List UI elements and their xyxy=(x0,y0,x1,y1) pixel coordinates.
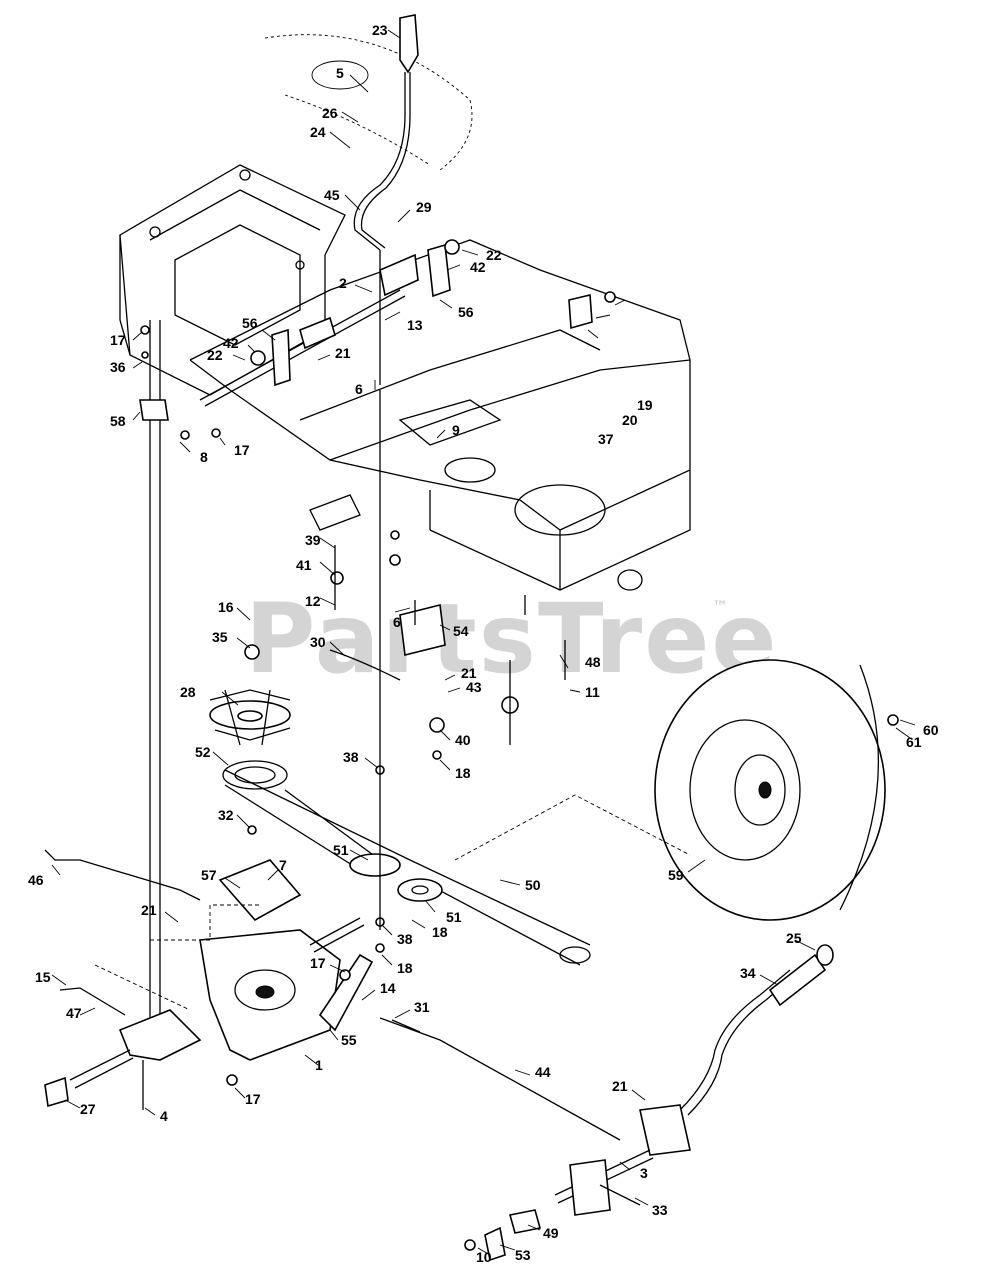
callout-29: 29 xyxy=(416,199,432,215)
callout-13: 13 xyxy=(407,317,423,333)
callout-47: 47 xyxy=(66,1005,82,1021)
callout-51a: 51 xyxy=(333,842,349,858)
callout-5: 5 xyxy=(336,65,344,81)
leader-lines xyxy=(51,29,916,1256)
callout-6b: 6 xyxy=(393,614,401,630)
callout-41: 41 xyxy=(296,557,312,573)
callout-4: 4 xyxy=(160,1108,168,1124)
callout-17d: 17 xyxy=(245,1091,261,1107)
watermark-trademark: ™ xyxy=(712,597,728,616)
bracket-plate xyxy=(218,859,302,922)
linkage-rod xyxy=(318,953,621,1141)
callout-56a: 56 xyxy=(458,304,474,320)
callout-18c: 18 xyxy=(397,960,413,976)
callout-18b: 18 xyxy=(432,924,448,940)
callout-34: 34 xyxy=(740,965,756,981)
callout-22a: 22 xyxy=(486,247,502,263)
callout-28: 28 xyxy=(180,684,196,700)
callout-22b: 22 xyxy=(207,347,223,363)
callout-58: 58 xyxy=(110,413,126,429)
cooling-fan xyxy=(209,689,291,746)
callout-6a: 6 xyxy=(355,381,363,397)
callout-26: 26 xyxy=(322,105,338,121)
callout-50: 50 xyxy=(525,877,541,893)
callout-40: 40 xyxy=(455,732,471,748)
callout-17a: 17 xyxy=(110,332,126,348)
transaxle xyxy=(44,917,365,1110)
callout-54: 54 xyxy=(453,623,469,639)
watermark-text: PartsTree xyxy=(245,583,778,695)
callout-19: 19 xyxy=(637,397,653,413)
callout-10: 10 xyxy=(476,1249,492,1265)
callout-46: 46 xyxy=(28,872,44,888)
callout-23: 23 xyxy=(372,22,388,38)
callout-7: 7 xyxy=(279,857,287,873)
callout-39: 39 xyxy=(305,532,321,548)
callout-25: 25 xyxy=(786,930,802,946)
callout-21b: 21 xyxy=(461,665,477,681)
callout-37: 37 xyxy=(598,431,614,447)
hardware-fasteners xyxy=(140,250,899,1251)
drive-belt xyxy=(222,760,591,966)
callout-33: 33 xyxy=(652,1202,668,1218)
pedal-assembly xyxy=(484,944,834,1262)
shift-lever xyxy=(353,14,419,251)
callout-60: 60 xyxy=(923,722,939,738)
callout-11: 11 xyxy=(585,684,600,700)
callout-9: 9 xyxy=(452,422,460,438)
control-rods xyxy=(44,849,260,1016)
callout-15: 15 xyxy=(35,969,51,985)
callout-24: 24 xyxy=(310,124,326,140)
callout-20: 20 xyxy=(622,412,638,428)
vertical-rod xyxy=(139,320,169,1020)
callout-21c: 21 xyxy=(141,902,157,918)
callout-61: 61 xyxy=(906,734,922,750)
callout-labels: 23 5 26 24 45 29 22 42 2 56 13 17 56 42 … xyxy=(28,22,939,1265)
callout-32: 32 xyxy=(218,807,234,823)
callout-2: 2 xyxy=(339,275,347,291)
callout-45: 45 xyxy=(324,187,340,203)
callout-53: 53 xyxy=(515,1247,531,1263)
callout-38b: 38 xyxy=(397,931,413,947)
callout-38a: 38 xyxy=(343,749,359,765)
wheel-reference-line xyxy=(454,794,691,861)
callout-21a: 21 xyxy=(335,345,351,361)
callout-1: 1 xyxy=(315,1057,323,1073)
callout-16: 16 xyxy=(218,599,234,615)
callout-42b: 42 xyxy=(223,335,239,351)
callout-12: 12 xyxy=(305,593,321,609)
callout-59: 59 xyxy=(668,867,684,883)
callout-56b: 56 xyxy=(242,315,258,331)
chassis-frame xyxy=(119,164,691,591)
callout-18a: 18 xyxy=(455,765,471,781)
callout-55: 55 xyxy=(341,1032,357,1048)
callout-17b: 17 xyxy=(234,442,250,458)
callout-21d: 21 xyxy=(612,1078,628,1094)
callout-51b: 51 xyxy=(446,909,462,925)
callout-3: 3 xyxy=(640,1165,648,1181)
callout-14: 14 xyxy=(380,980,396,996)
seat-outline xyxy=(264,34,473,171)
shift-shaft xyxy=(199,239,460,407)
rear-tire xyxy=(654,659,886,921)
callout-35: 35 xyxy=(212,629,228,645)
callout-49: 49 xyxy=(543,1225,559,1241)
callout-42a: 42 xyxy=(470,259,486,275)
callout-17c: 17 xyxy=(310,955,326,971)
callout-48: 48 xyxy=(585,654,601,670)
callout-52: 52 xyxy=(195,744,211,760)
callout-36: 36 xyxy=(110,359,126,375)
callout-43: 43 xyxy=(466,679,482,695)
callout-44: 44 xyxy=(535,1064,551,1080)
callout-31: 31 xyxy=(414,999,430,1015)
callout-8: 8 xyxy=(200,449,208,465)
callout-27: 27 xyxy=(80,1101,96,1117)
callout-30: 30 xyxy=(310,634,326,650)
callout-57: 57 xyxy=(201,867,217,883)
